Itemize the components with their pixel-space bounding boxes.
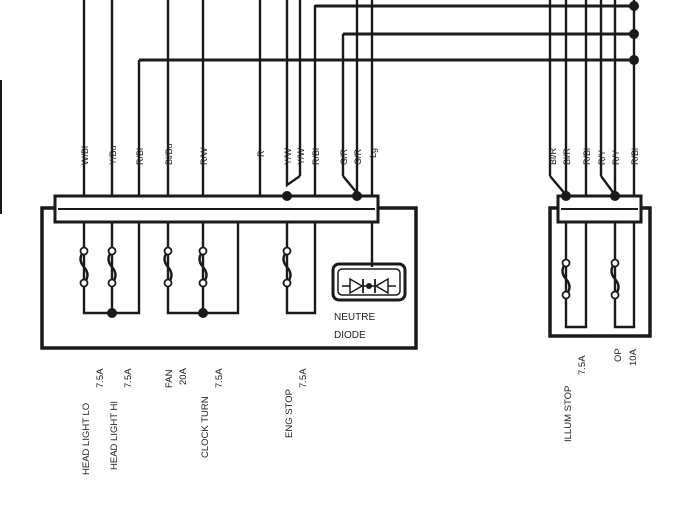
fuse-illum-stop-symbol	[561, 258, 571, 300]
wire-label: R/Bl	[582, 148, 592, 165]
fuse-rating-label: 7.5A	[214, 368, 225, 388]
wire-label: R/Bl	[311, 148, 321, 165]
fuse-rating-label: 7.5A	[123, 368, 134, 388]
wire-label: R/Bl	[630, 148, 640, 165]
fuse-fan-symbol	[163, 246, 173, 288]
fuse-name-label: ILLUM STOP	[563, 386, 574, 442]
wire-label: R/Y	[597, 150, 607, 165]
fuse-name-label: FAN	[164, 369, 175, 388]
wire-label: W/Bl	[80, 146, 90, 165]
junction-dot	[352, 191, 362, 201]
fuse-head-light-hi-symbol	[107, 246, 117, 288]
junction-dot	[198, 308, 208, 318]
wire-labels-right: Bl/R Bl/R R/Bl R/Y R/Y R/Bl	[548, 147, 640, 165]
diode-label-line2: DIODE	[334, 330, 366, 341]
join-g-r	[342, 175, 359, 197]
right-fuse-box	[548, 0, 652, 338]
wire-labels-left: W/Bl Y/Bu R/Bl Bl/Bu R/W R Y/W Y/W R/Bl …	[80, 143, 378, 165]
fuse-name-label: CLOCK TURN	[200, 396, 211, 458]
junction-dot	[561, 191, 571, 201]
fuse-head-light-lo-symbol	[79, 246, 89, 288]
fuse-name-label: HEAD LIGHT HI	[109, 401, 120, 470]
wire-label: G/R	[339, 148, 349, 165]
fuse-eng-stop-symbol	[282, 246, 292, 288]
wire-label: R/Bl	[135, 148, 145, 165]
fuse-name-label: HEAD LIGHT LO	[81, 403, 92, 475]
fuse-rating-label: 20A	[178, 367, 189, 385]
wire-label: R	[256, 150, 266, 157]
circuit-eng-stop	[285, 222, 317, 315]
feed-dot	[629, 1, 639, 11]
fuse-name-label: ENG STOP	[284, 389, 295, 438]
wire-label: R/W	[199, 147, 209, 165]
fuse-rating-label: 7.5A	[95, 368, 106, 388]
fuse-clock-turn-symbol	[198, 246, 208, 288]
wire-label: Bl/R	[548, 147, 558, 165]
wire-label: G/R	[353, 148, 363, 165]
fuse-rating-label: 7.5A	[577, 355, 588, 375]
junction-dot	[610, 191, 620, 201]
fuse-op-symbol	[610, 258, 620, 300]
wire-label: Y/W	[283, 147, 293, 165]
wire-label: Lg	[368, 148, 378, 158]
feed-dot	[629, 29, 639, 39]
join-y-w	[285, 175, 301, 188]
wire-label: R/Y	[611, 150, 621, 165]
circuit-op	[613, 222, 636, 329]
junction-dot	[282, 191, 292, 201]
fuse-labels: HEAD LIGHT LO 7.5A HEAD LIGHT HI 7.5A FA…	[81, 348, 639, 475]
fuse-rating-label: 10A	[628, 348, 639, 366]
diode-icon	[331, 262, 407, 302]
wire-label: Y/Bu	[108, 145, 118, 165]
circuit-illum-stop	[564, 222, 588, 329]
feed-dot	[629, 55, 639, 65]
junction-dot	[107, 308, 117, 318]
fuse-rating-label: 7.5A	[298, 368, 309, 388]
left-box-outline	[40, 206, 418, 350]
wire-label: Bl/Bu	[164, 143, 174, 165]
wire-label: Y/W	[296, 147, 306, 165]
diode-label-line1: NEUTRE	[334, 312, 375, 323]
wire-label: Bl/R	[562, 147, 572, 165]
left-fuse-box: NEUTRE DIODE	[40, 0, 634, 350]
fuse-name-label: OP	[613, 348, 624, 362]
